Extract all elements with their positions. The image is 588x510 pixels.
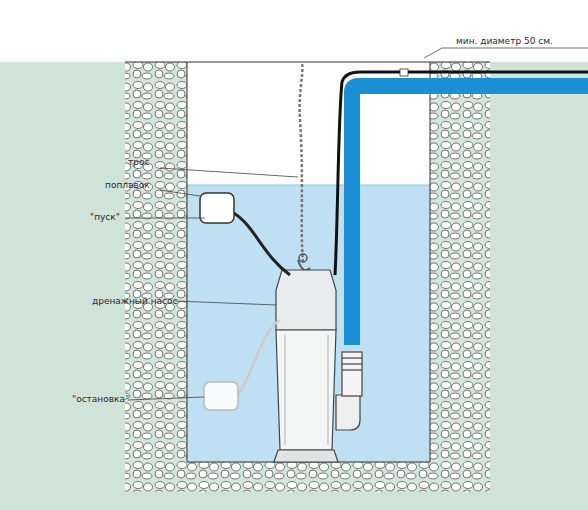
float-stop — [204, 382, 238, 410]
float-start — [200, 193, 234, 223]
drainage-pump — [274, 270, 362, 462]
part-label: "пуск" — [90, 212, 120, 223]
rope — [300, 63, 303, 262]
gravel-bottom — [125, 462, 490, 492]
right-wall — [430, 62, 490, 492]
ground-line — [125, 62, 490, 63]
part-label: "остановка" — [72, 394, 129, 405]
water — [187, 185, 430, 462]
leader-lines — [125, 48, 588, 400]
discharge-pipe — [352, 86, 588, 345]
power-cable — [335, 72, 588, 275]
part-label: мин. диаметр 50 см. — [456, 36, 553, 47]
part-label: дренажный насос — [92, 296, 177, 307]
ground — [0, 62, 588, 510]
part-label: поплавок — [105, 180, 150, 191]
float-cable — [232, 212, 290, 275]
part-label: трос — [128, 157, 149, 168]
left-wall — [125, 62, 187, 492]
